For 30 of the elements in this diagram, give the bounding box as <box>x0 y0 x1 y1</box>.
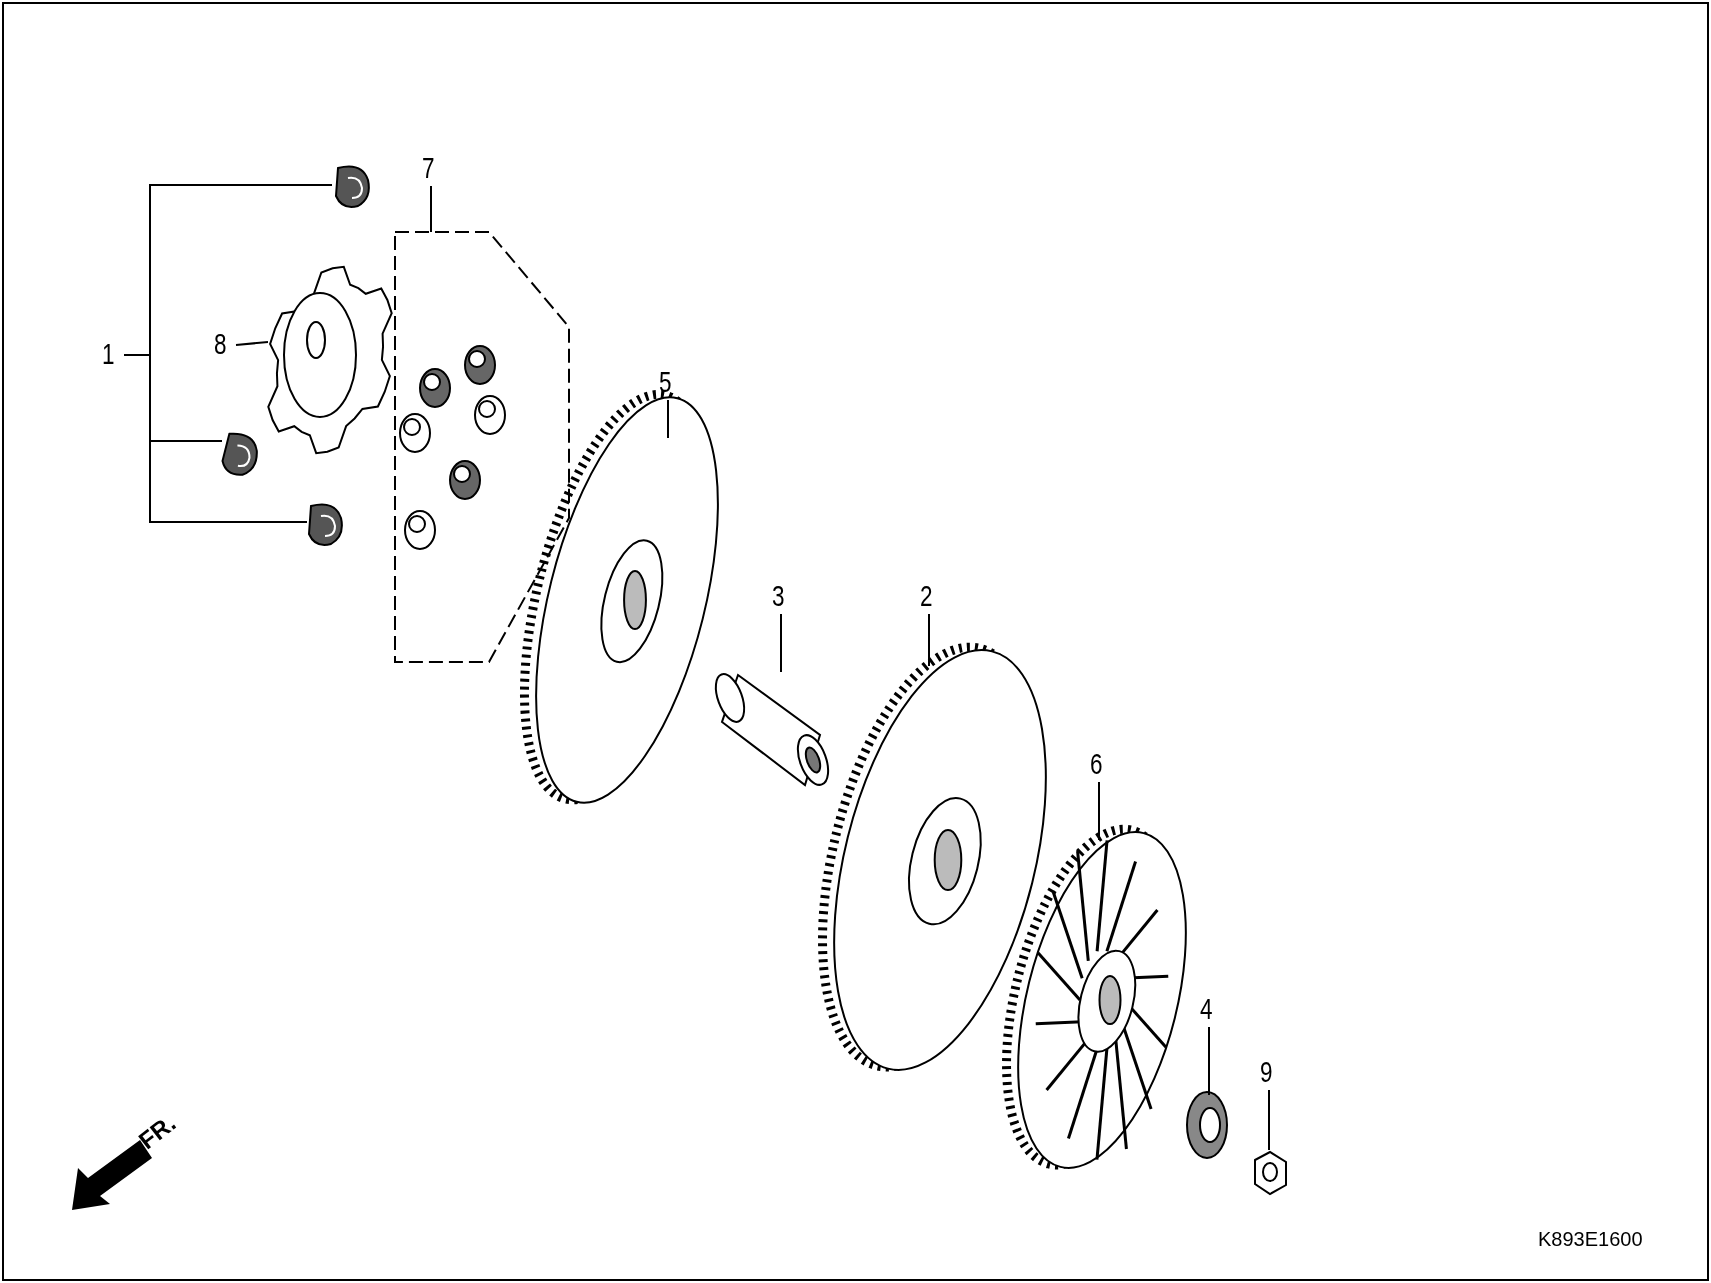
direction-label: FR. <box>133 1109 182 1155</box>
leader-line <box>430 185 432 233</box>
callout-number: 8 <box>214 328 227 360</box>
nut-drawing <box>1254 1150 1287 1196</box>
callout-number: 6 <box>1090 748 1103 780</box>
clip-drawing <box>308 503 343 546</box>
clip-drawing <box>335 165 370 208</box>
callout-number: 9 <box>1260 1056 1273 1088</box>
callout-number: 2 <box>920 580 933 612</box>
washer-drawing <box>1186 1091 1228 1159</box>
ramp-plate-drawing <box>267 265 393 455</box>
leader-line <box>780 613 782 673</box>
callout-number: 3 <box>772 580 785 612</box>
leader-line <box>928 613 930 667</box>
clip-drawing <box>221 432 258 476</box>
callout-number: 4 <box>1200 993 1213 1025</box>
leader-line <box>1098 781 1100 841</box>
callout-number: 1 <box>102 338 115 370</box>
drawing-code: K893E1600 <box>1538 1228 1643 1251</box>
leader-line <box>1268 1089 1270 1151</box>
leader-line <box>667 399 669 439</box>
callout-number: 7 <box>422 152 435 184</box>
leader-line <box>235 341 269 346</box>
leader-line <box>123 354 223 442</box>
leader-line <box>1208 1026 1210 1096</box>
collar-drawing <box>714 673 830 787</box>
callout-number: 5 <box>659 366 672 398</box>
drive-face-drawing <box>520 390 719 805</box>
fan-face-drawing <box>1002 824 1187 1170</box>
movable-face-drawing <box>818 642 1047 1072</box>
